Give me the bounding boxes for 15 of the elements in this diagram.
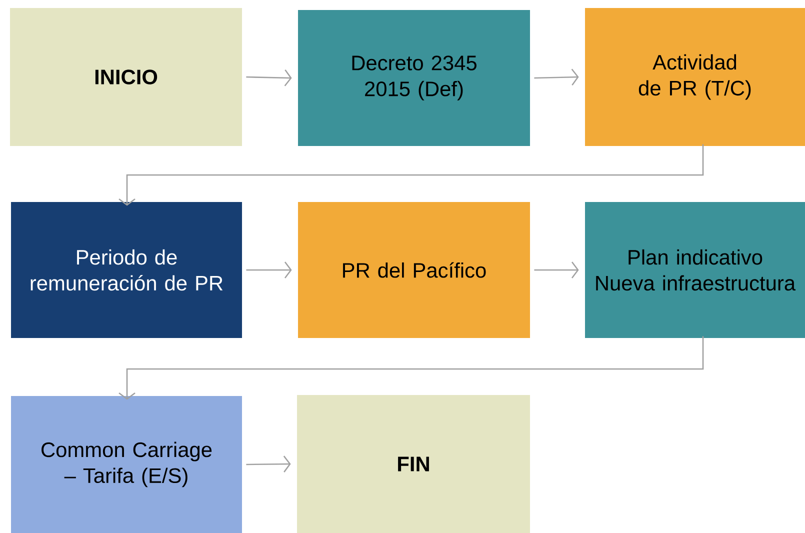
arrow [246,456,291,472]
process-box: Actividad de PR (T/C) [585,8,805,146]
arrow [118,144,704,206]
arrow [534,262,579,278]
process-box: Plan indicativo Nueva infraestructura [585,202,805,338]
process-box: Decreto 2345 2015 (Def) [298,10,530,146]
process-box: INICIO [10,8,242,146]
process-box: Common Carriage – Tarifa (E/S) [11,396,242,533]
arrow [246,69,292,86]
process-box: Periodo de remuneración de PR [11,202,242,338]
process-box: PR del Pacífico [298,202,530,338]
process-box: FIN [297,395,530,533]
arrow [534,68,579,86]
arrow [246,262,292,278]
arrow [118,336,704,400]
